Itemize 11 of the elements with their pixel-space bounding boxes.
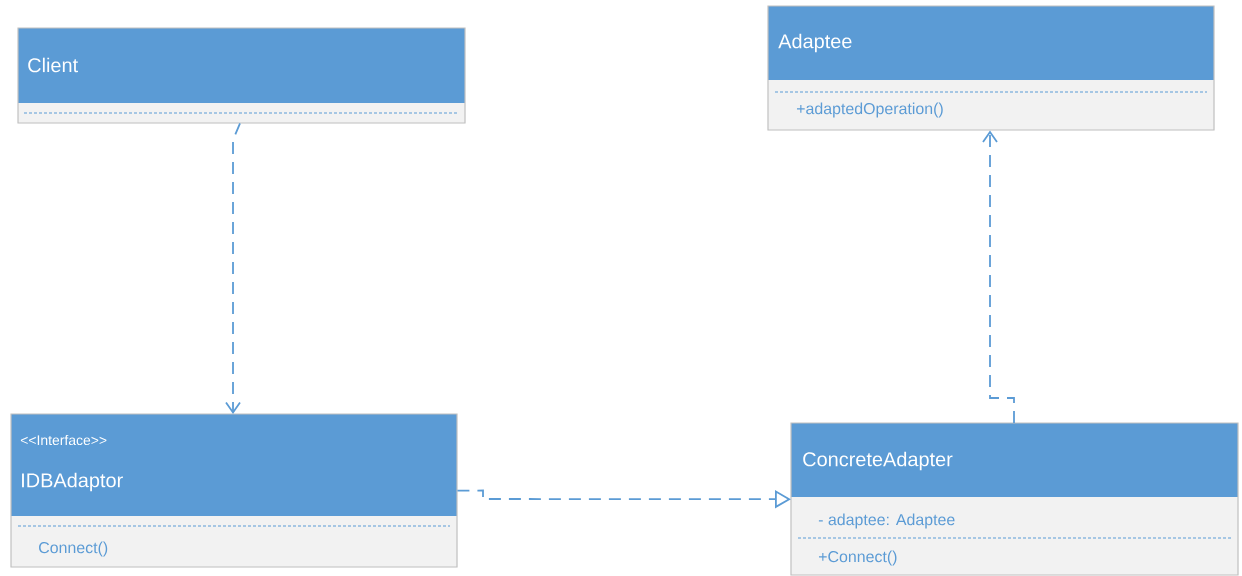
- class-name: IDBAdaptor: [22, 472, 123, 492]
- member-label: +Connect(): [819, 550, 897, 566]
- member-label: - adaptee: Adaptee: [818, 513, 955, 529]
- member-label: Connect(): [39, 541, 108, 557]
- arrow: [982, 130, 1015, 424]
- arrow: [225, 122, 241, 414]
- class-name: Adaptee: [778, 33, 852, 53]
- member-label: +adaptedOperation(): [797, 102, 943, 118]
- stereotype-label: <<Interface>>: [20, 434, 107, 446]
- class-name: ConcreteAdapter: [803, 451, 953, 471]
- class-name: Client: [28, 57, 78, 73]
